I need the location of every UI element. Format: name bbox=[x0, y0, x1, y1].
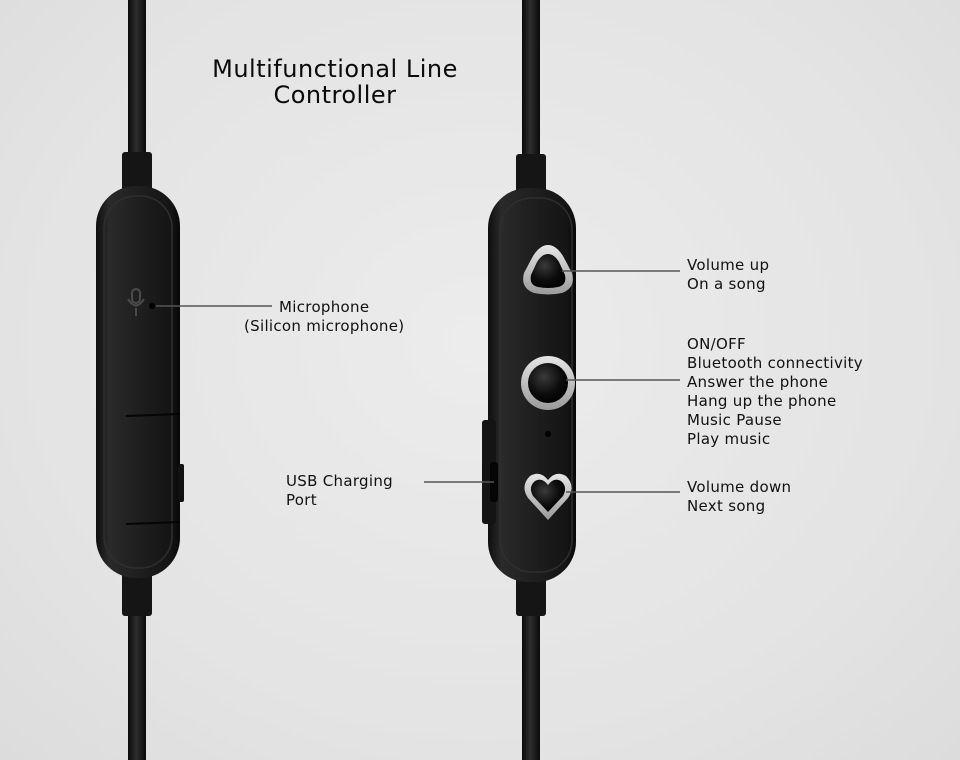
volume-up-label: Volume up On a song bbox=[687, 256, 769, 294]
right-cable-bottom bbox=[522, 600, 540, 760]
left-housing-face bbox=[103, 195, 173, 569]
usb-label: USB Charging Port bbox=[286, 472, 393, 510]
microphone-label-line-2: (Silicon microphone) bbox=[244, 317, 405, 335]
usb-label-line-2: Port bbox=[286, 491, 317, 509]
left-strain-relief-bottom bbox=[122, 570, 152, 616]
left-housing bbox=[96, 186, 180, 578]
usb-label-line-1: USB Charging bbox=[286, 472, 393, 490]
right-controller bbox=[482, 0, 576, 760]
right-cable-top bbox=[522, 0, 540, 160]
volume-down-button bbox=[524, 473, 572, 520]
power-label-line-2: Bluetooth connectivity bbox=[687, 354, 863, 372]
left-controller bbox=[96, 0, 184, 760]
volume-up-label-line-2: On a song bbox=[687, 275, 766, 293]
left-cable-bottom bbox=[128, 600, 146, 760]
diagram-title: Multifunctional Line Controller bbox=[150, 56, 520, 108]
microphone-icon bbox=[127, 288, 145, 316]
left-seam-1 bbox=[125, 413, 181, 417]
left-strain-relief-top bbox=[122, 152, 152, 192]
volume-up-label-line-1: Volume up bbox=[687, 256, 770, 274]
power-label-line-3: Answer the phone bbox=[687, 373, 829, 391]
left-seam-2 bbox=[125, 521, 181, 525]
volume-down-label-line-2: Next song bbox=[687, 497, 766, 515]
volume-down-label-line-1: Volume down bbox=[687, 478, 792, 496]
power-label-line-5: Music Pause bbox=[687, 411, 782, 429]
power-label-line-4: Hang up the phone bbox=[687, 392, 837, 410]
power-label-line-1: ON/OFF bbox=[687, 335, 746, 353]
right-strain-relief-bottom bbox=[516, 572, 546, 616]
power-label: ON/OFF Bluetooth connectivity Answer the… bbox=[687, 335, 863, 449]
right-strain-relief-top bbox=[516, 154, 546, 194]
microphone-label-line-1: Microphone bbox=[279, 298, 370, 316]
microphone-label: Microphone (Silicon microphone) bbox=[244, 298, 404, 336]
left-cable-top bbox=[128, 0, 146, 160]
left-side-switch bbox=[178, 464, 184, 502]
title-line-1: Multifunctional Line bbox=[212, 55, 458, 83]
power-button bbox=[521, 356, 575, 410]
microphone-hole bbox=[149, 303, 155, 309]
power-label-line-6: Play music bbox=[687, 430, 771, 448]
title-line-2: Controller bbox=[273, 81, 397, 109]
status-led bbox=[545, 431, 551, 437]
volume-down-label: Volume down Next song bbox=[687, 478, 791, 516]
volume-up-button bbox=[523, 245, 573, 295]
